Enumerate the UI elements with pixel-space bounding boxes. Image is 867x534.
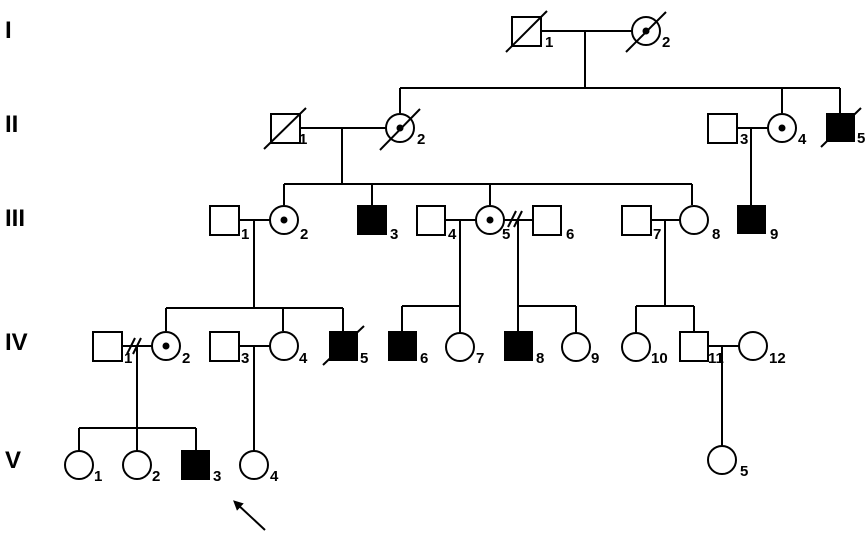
label-II-5: 5	[857, 130, 865, 147]
individual-II-1: 1	[263, 107, 307, 150]
individual-I-1: 1	[505, 10, 553, 53]
individual-III-4: 4	[416, 205, 457, 243]
label-IV-8: 8	[536, 350, 544, 367]
label-IV-4: 4	[299, 350, 308, 367]
label-V-3: 3	[213, 468, 221, 485]
label-III-6: 6	[566, 226, 574, 243]
individual-IV-6: 6	[388, 331, 428, 367]
individual-IV-9: 9	[561, 332, 599, 367]
connector-lines	[78, 30, 841, 452]
generation-label-V: V	[5, 447, 21, 474]
individual-II-4: 4	[767, 113, 807, 148]
individual-III-6: 6	[532, 205, 574, 243]
individual-II-3: 3	[707, 113, 748, 148]
individual-III-9: 9	[737, 205, 778, 243]
label-III-5: 5	[502, 226, 510, 243]
individual-IV-11: 11	[679, 331, 724, 367]
generation-label-III: III	[5, 205, 25, 232]
label-V-2: 2	[152, 468, 160, 485]
individual-V-4: 4	[239, 450, 279, 485]
individual-V-3: 3	[181, 450, 221, 485]
individual-III-8: 8	[679, 205, 720, 243]
individual-IV-12: 12	[738, 331, 786, 367]
label-V-1: 1	[94, 468, 102, 485]
individual-IV-4: 4	[269, 331, 308, 367]
individual-IV-8: 8	[504, 331, 544, 367]
individual-II-5: 5	[820, 107, 865, 148]
generation-label-II: II	[5, 111, 18, 138]
label-III-2: 2	[300, 226, 308, 243]
generation-label-I: I	[5, 17, 12, 44]
individual-IV-1: 1	[92, 331, 132, 367]
label-IV-1: 1	[124, 350, 132, 367]
label-IV-11: 11	[708, 350, 724, 367]
individual-II-2: 2	[379, 108, 425, 151]
label-II-2: 2	[417, 131, 425, 148]
label-III-9: 9	[770, 226, 778, 243]
individual-IV-3: 3	[209, 331, 249, 367]
label-III-3: 3	[390, 226, 398, 243]
label-II-1: 1	[299, 131, 307, 148]
individual-I-2: 2	[625, 11, 670, 53]
individual-III-3: 3	[357, 205, 398, 243]
individual-IV-7: 7	[445, 332, 484, 367]
proband-arrow-icon	[233, 500, 266, 531]
individual-V-2: 2	[122, 450, 160, 485]
label-IV-7: 7	[476, 350, 484, 367]
label-IV-12: 12	[769, 350, 786, 367]
individual-IV-2: 2	[151, 331, 190, 367]
label-II-3: 3	[740, 131, 748, 148]
individual-III-5: 5	[475, 205, 510, 243]
individual-III-1: 1	[209, 205, 249, 243]
label-III-4: 4	[448, 226, 457, 243]
label-III-1: 1	[241, 226, 249, 243]
individual-IV-10: 10	[621, 332, 668, 367]
individual-IV-5: 5	[322, 325, 368, 367]
label-I-1: 1	[545, 34, 553, 51]
label-III-7: 7	[653, 226, 661, 243]
individual-V-5: 5	[707, 445, 748, 480]
generation-label-IV: IV	[5, 329, 28, 356]
individual-V-1: 1	[64, 450, 102, 485]
label-IV-5: 5	[360, 350, 368, 367]
label-IV-9: 9	[591, 350, 599, 367]
label-IV-3: 3	[241, 350, 249, 367]
label-I-2: 2	[662, 34, 670, 51]
label-V-4: 4	[270, 468, 279, 485]
label-III-8: 8	[712, 226, 720, 243]
individual-III-2: 2	[269, 205, 308, 243]
label-II-4: 4	[798, 131, 807, 148]
individual-III-7: 7	[621, 205, 661, 243]
label-IV-2: 2	[182, 350, 190, 367]
label-V-5: 5	[740, 463, 748, 480]
label-IV-6: 6	[420, 350, 428, 367]
label-IV-10: 10	[651, 350, 668, 367]
